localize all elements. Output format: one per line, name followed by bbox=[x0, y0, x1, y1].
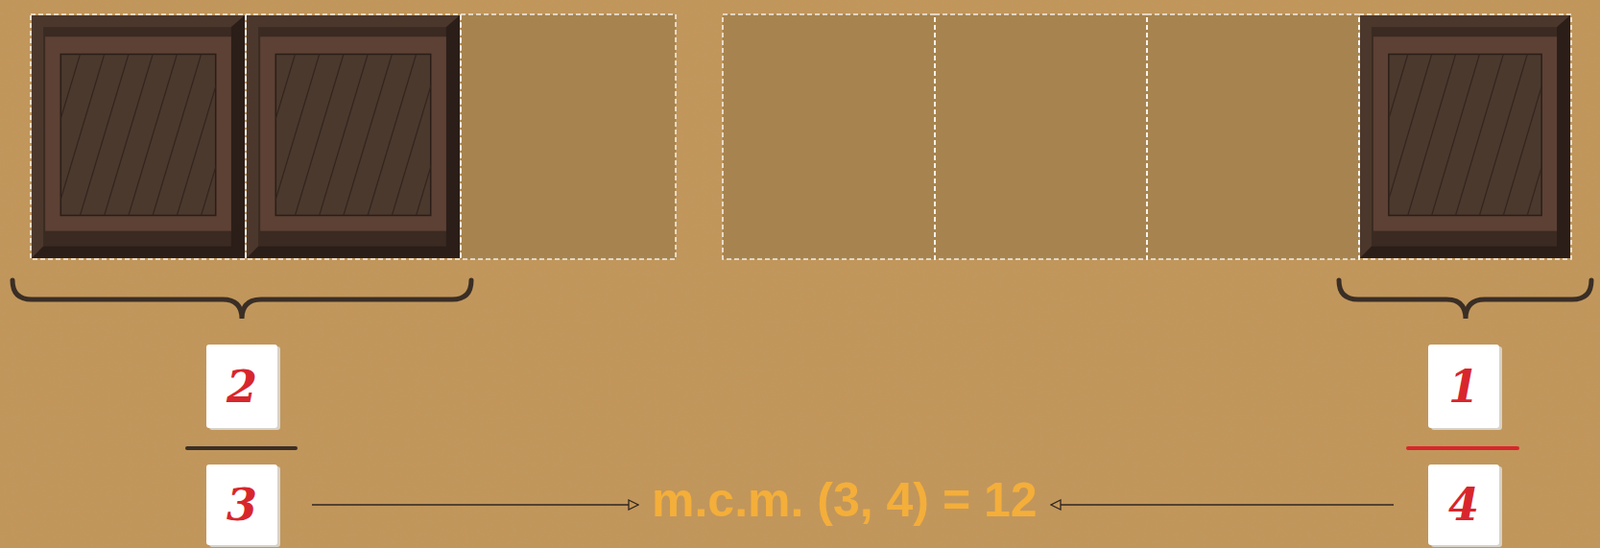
empty-cell bbox=[1146, 14, 1360, 260]
chocolate-piece bbox=[31, 15, 250, 259]
cell-outline bbox=[1146, 14, 1360, 260]
chocolate-bar-quarters bbox=[722, 14, 1576, 260]
cell-outline bbox=[460, 14, 676, 260]
empty-cell bbox=[934, 14, 1147, 260]
arrow-connector bbox=[311, 503, 639, 506]
fraction-number: 3 bbox=[226, 482, 258, 527]
cell-outline bbox=[722, 14, 935, 260]
numerator-card: 1 bbox=[1428, 344, 1500, 429]
cell-outline bbox=[245, 14, 461, 260]
curly-brace bbox=[12, 280, 472, 319]
fraction-number: 4 bbox=[1448, 482, 1480, 527]
chocolate-piece bbox=[246, 15, 465, 259]
empty-cell bbox=[460, 14, 676, 260]
cell-outline bbox=[1359, 14, 1572, 260]
lcm-text: m.c.m. (3, 4) = 12 bbox=[651, 474, 1038, 527]
cell-outline bbox=[30, 14, 246, 260]
empty-cell bbox=[722, 14, 935, 260]
denominator-card: 3 bbox=[206, 464, 278, 546]
fraction-number: 1 bbox=[1448, 364, 1480, 409]
lcm-expression: m.c.m. (3, 4) = 12 bbox=[647, 472, 1042, 529]
fraction-number: 2 bbox=[226, 364, 258, 409]
chocolate-piece bbox=[1360, 15, 1576, 259]
fraction-bar bbox=[1408, 446, 1518, 451]
chocolate-bar-thirds bbox=[30, 14, 676, 260]
cell-outline bbox=[934, 14, 1147, 260]
denominator-card: 4 bbox=[1428, 464, 1500, 546]
curly-brace bbox=[1338, 280, 1592, 319]
fraction-bar bbox=[187, 446, 296, 451]
numerator-card: 2 bbox=[206, 344, 278, 429]
arrow-connector bbox=[1050, 503, 1394, 506]
